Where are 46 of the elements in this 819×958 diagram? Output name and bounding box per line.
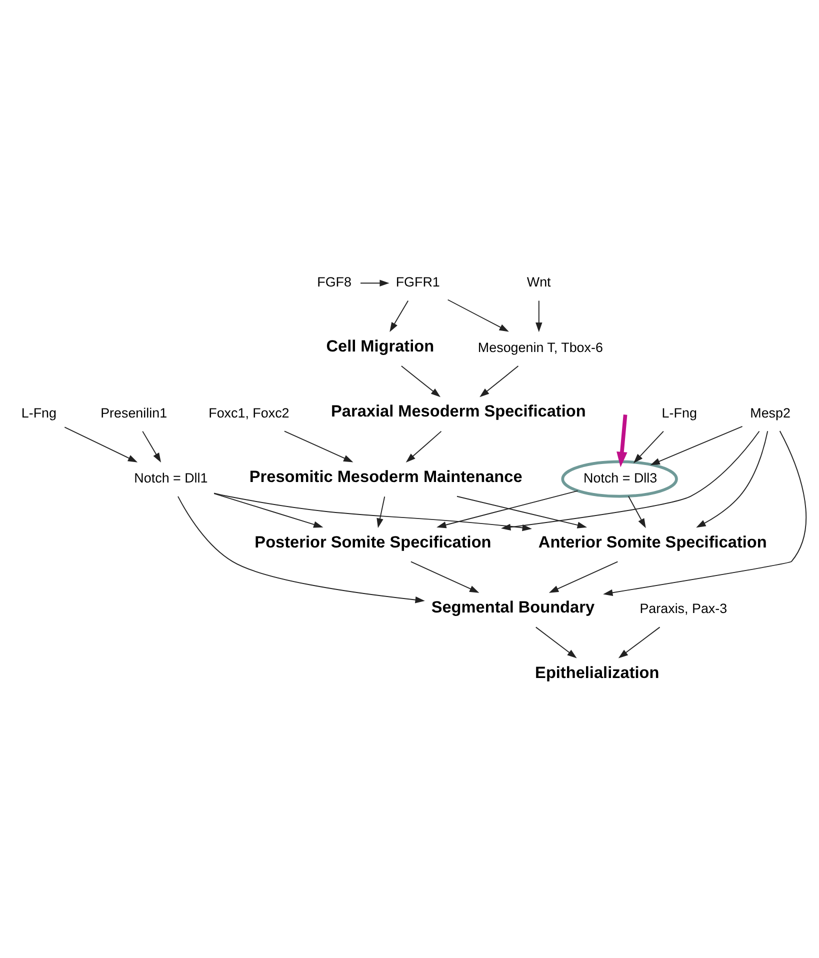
node-text: Mesogenin T, Tbox-6: [478, 340, 603, 355]
arrow: [406, 430, 442, 462]
node-text: FGFR1: [396, 274, 440, 290]
arrow: [634, 430, 664, 464]
arrow: [501, 430, 760, 531]
arrow: [214, 493, 324, 528]
arrow: [628, 496, 646, 528]
node-text: Paraxis, Pax-3: [640, 601, 728, 616]
node-text: Anterior Somite Specification: [538, 533, 767, 552]
node-text: Paraxial Mesoderm Specification: [331, 402, 586, 421]
arrow: [696, 430, 768, 528]
arrow: [618, 626, 660, 658]
arrow: [436, 490, 578, 528]
node-text: Posterior Somite Specification: [254, 533, 492, 552]
node-text: Notch = Dll1: [134, 470, 208, 486]
node-ellipse: Notch = Dll3: [561, 460, 678, 498]
node-text: FGF8: [317, 274, 352, 290]
node-text: Presenilin1: [100, 405, 168, 420]
node-text: Presomitic Mesoderm Maintenance: [249, 468, 522, 486]
arrow: [410, 561, 480, 593]
arrow: [214, 492, 532, 532]
arrow: [616, 414, 628, 468]
node-text: Wnt: [526, 274, 551, 290]
arrow: [376, 496, 386, 528]
arrow: [456, 496, 587, 528]
arrow: [284, 430, 354, 462]
arrow: [390, 300, 409, 332]
node-text: Epithelialization: [535, 664, 660, 682]
node-text: Cell Migration: [326, 337, 434, 356]
arrow: [603, 430, 807, 596]
node-text: L-Fng: [662, 405, 697, 420]
node-text: Segmental Boundary: [431, 598, 595, 617]
arrow: [142, 430, 162, 463]
node-text: Mesp2: [750, 405, 790, 420]
node-text: Foxc1, Foxc2: [208, 405, 290, 420]
arrow: [360, 280, 390, 286]
arrow: [548, 561, 618, 593]
arrow: [64, 426, 138, 462]
arrow: [536, 300, 542, 332]
arrow: [480, 366, 519, 398]
arrow: [400, 366, 441, 398]
node-text: L-Fng: [21, 405, 56, 420]
arrow: [650, 426, 743, 466]
arrow: [535, 626, 577, 658]
arrow: [447, 299, 509, 332]
arrow: [178, 496, 425, 604]
